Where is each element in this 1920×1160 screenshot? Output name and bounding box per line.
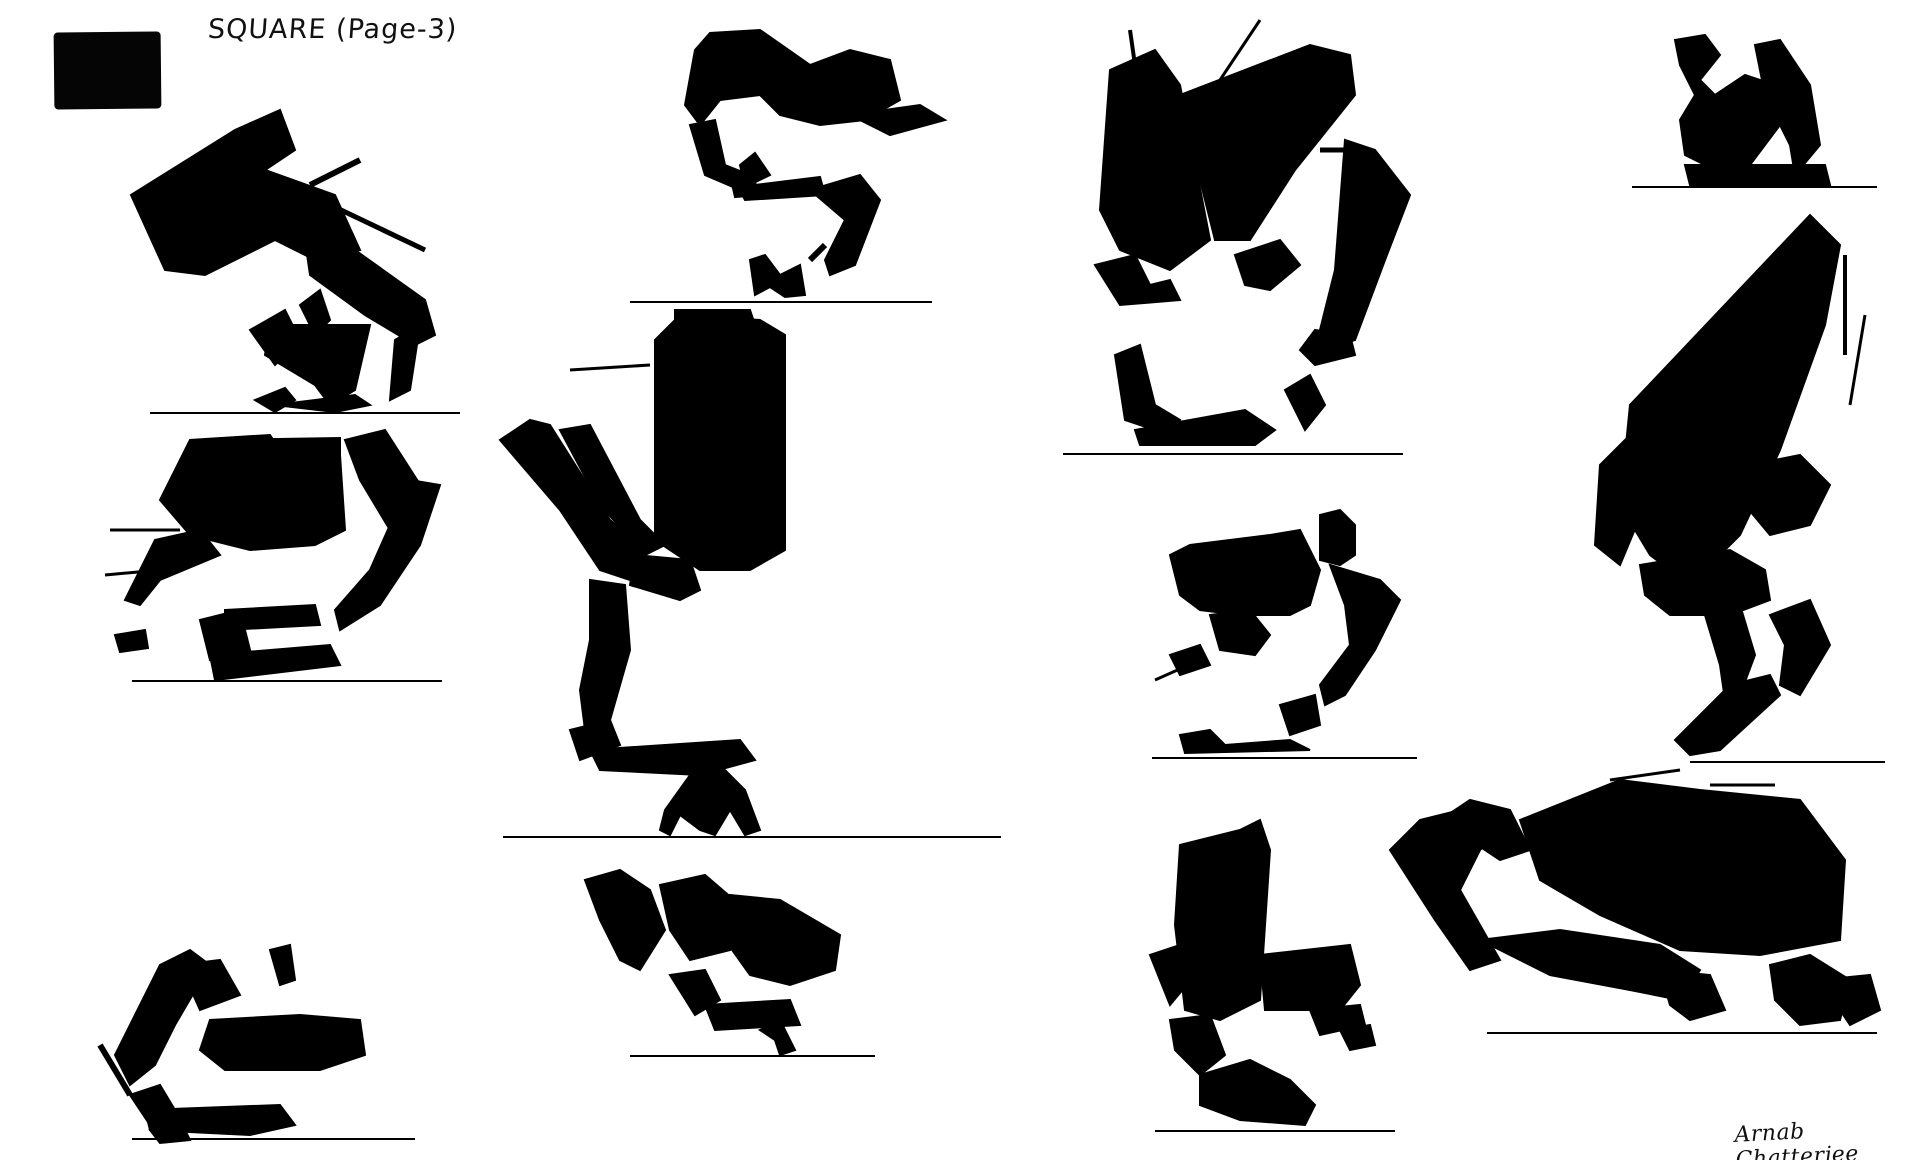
ground-line xyxy=(132,680,442,682)
mech-silhouette xyxy=(1388,768,1882,1027)
ground-line xyxy=(503,836,1001,838)
mech-silhouette xyxy=(97,943,367,1145)
mech-silhouette xyxy=(683,28,948,299)
page-title: SQUARE (Page-3) xyxy=(206,14,459,45)
ground-line xyxy=(1063,453,1403,455)
ground-line xyxy=(1487,1032,1877,1034)
ground-line xyxy=(1632,186,1877,188)
ground-line xyxy=(1155,1130,1395,1132)
mech-silhouette xyxy=(129,108,437,414)
mech-silhouette xyxy=(498,309,786,837)
square-swatch xyxy=(53,31,162,110)
artist-signature: Arnab Chatterjee xyxy=(1733,1119,1860,1160)
mech-silhouette xyxy=(1593,213,1867,757)
mech-silhouette xyxy=(104,428,442,682)
ground-line xyxy=(630,1055,875,1057)
ground-line xyxy=(1690,761,1885,763)
ground-line xyxy=(132,1138,415,1140)
mech-silhouette xyxy=(1093,19,1412,446)
ground-line xyxy=(630,301,932,303)
mech-silhouette xyxy=(1148,818,1377,1127)
mech-silhouette xyxy=(583,868,842,1057)
mech-silhouette xyxy=(1673,33,1832,186)
mech-silhouette xyxy=(1154,508,1402,755)
ground-line xyxy=(150,412,460,414)
ground-line xyxy=(1152,757,1417,759)
